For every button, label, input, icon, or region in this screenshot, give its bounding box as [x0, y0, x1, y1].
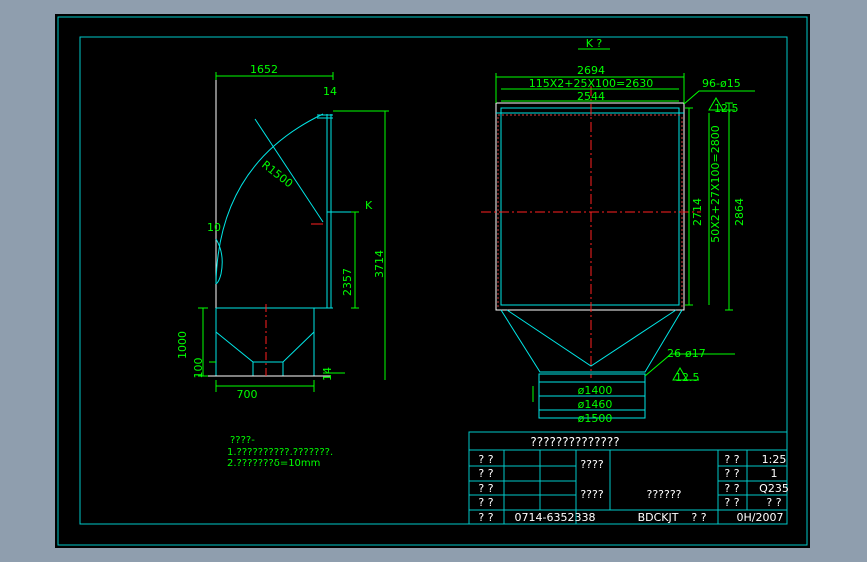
- side-radius: R1500: [259, 158, 295, 190]
- radius-leader: [254, 118, 324, 223]
- title-block-qty-label: ? ?: [724, 453, 739, 466]
- dim-2694-line: [495, 73, 685, 103]
- title-block-mid-bottom: ????: [580, 488, 604, 501]
- outlet-dia-1400: ø1400: [578, 384, 613, 397]
- title-block-drawing-no: 0714-6352338: [515, 511, 596, 524]
- front-body-outer: [495, 102, 685, 311]
- front-spacing-top: 12.5: [714, 102, 739, 115]
- technical-notes: ????- 1.??????????.???????. 2.???????δ=1…: [227, 435, 333, 469]
- side-dim-1000: 1000: [176, 331, 189, 359]
- side-dim-10: 10: [207, 221, 221, 234]
- side-k-mark: K: [365, 199, 373, 212]
- roughness-symbol-top: [708, 97, 735, 111]
- hopper-frame: [215, 308, 315, 377]
- title-block-material: Q235: [759, 482, 789, 495]
- title-block-r1: ? ?: [478, 453, 493, 466]
- title-block-part-name: ??????: [646, 488, 681, 501]
- title-block-text: ?????????????? ? ? 1:25 ? ? 1 ? ? Q235 ?…: [478, 435, 788, 524]
- outer-frame: [57, 16, 808, 546]
- title-block-r5: ? ?: [478, 511, 493, 524]
- bolt-leader-top: [683, 90, 755, 105]
- title-block-r3: ? ?: [478, 482, 493, 495]
- hopper-cone: [215, 331, 315, 363]
- front-spacing-bottom: 12.5: [675, 371, 700, 384]
- title-block-columns: [503, 450, 748, 524]
- dim-1000-line: [198, 307, 208, 377]
- outlet-dia-1460: ø1460: [578, 398, 613, 411]
- dim-3714-line: [333, 110, 389, 380]
- front-bolts-top: 96-ø15: [702, 77, 741, 90]
- elbow-arc-outer: [215, 113, 324, 285]
- drawing-sheet: 1652 14 R1500 10 K 2357 3714 1000 100 14…: [55, 14, 810, 548]
- title-block-border: [468, 431, 788, 525]
- dim-2714-line: [685, 107, 693, 306]
- title-block-c1: ? ?: [724, 467, 739, 480]
- roughness-symbol-bottom: [672, 367, 699, 381]
- front-view-labels: K ? 2694 115X2+25X100=2630 2544 96-ø15 1…: [529, 37, 746, 425]
- outlet-dia-1500: ø1500: [578, 412, 613, 425]
- side-hatch-arc: [215, 238, 223, 285]
- title-block-code-label: ? ?: [691, 511, 706, 524]
- cad-drawing: 1652 14 R1500 10 K 2357 3714 1000 100 14…: [57, 16, 808, 546]
- notes-line-1: 1.??????????.???????.: [227, 447, 333, 458]
- outlet-rings: [539, 381, 645, 411]
- front-dim-2544: 2544: [577, 90, 605, 103]
- side-dim-3714: 3714: [373, 250, 386, 278]
- title-block-r2: ? ?: [478, 467, 493, 480]
- hopper-neck: [252, 362, 284, 376]
- front-dim-2694: 2694: [577, 64, 605, 77]
- title-block-name: ??????????????: [530, 435, 619, 449]
- side-dim-2357: 2357: [341, 268, 354, 296]
- dim-1652-line: [215, 72, 334, 80]
- title-block-code: BDCKJT: [638, 511, 679, 524]
- side-view-labels: 1652 14 R1500 10 K 2357 3714 1000 100 14…: [176, 63, 386, 401]
- title-block-r4: ? ?: [478, 496, 493, 509]
- front-bolts-bottom: 26-ø17: [667, 347, 706, 360]
- front-view: [481, 48, 755, 419]
- front-dim-2630: 115X2+25X100=2630: [529, 77, 654, 90]
- dim-2357-line: [351, 211, 359, 309]
- title-block-c3: ? ?: [724, 496, 739, 509]
- title-block-scale: 1:25: [762, 453, 787, 466]
- side-dim-1652: 1652: [250, 63, 278, 76]
- view-label: K ?: [586, 37, 603, 50]
- drawing-frames: [57, 16, 808, 546]
- title-block: [468, 431, 788, 525]
- front-body-inner: [500, 107, 680, 306]
- title-block-c4: ? ?: [766, 496, 781, 509]
- front-dim-2714: 2714: [691, 198, 704, 226]
- side-dim-700: 700: [237, 388, 258, 401]
- side-view: [198, 72, 389, 392]
- dim-2864-line: [725, 102, 733, 311]
- dim-700-line: [215, 380, 315, 392]
- inner-frame: [79, 36, 788, 525]
- side-dim-14-bottom: 14: [321, 367, 334, 381]
- title-block-mid-top: ????: [580, 458, 604, 471]
- front-dim-2800: 50X2+27X100=2800: [709, 125, 722, 243]
- side-dim-14-top: 14: [323, 85, 337, 98]
- title-block-count: 1: [771, 467, 778, 480]
- front-hopper-rib: [506, 309, 677, 367]
- front-hopper: [500, 309, 683, 373]
- notes-title: ????-: [230, 435, 255, 446]
- notes-line-2: 2.???????δ=10mm: [227, 458, 320, 469]
- title-block-date: 0H/2007: [737, 511, 784, 524]
- front-dim-2864: 2864: [733, 198, 746, 226]
- side-dim-100: 100: [192, 358, 205, 379]
- title-block-rows: [469, 465, 787, 511]
- bolt-leader-bottom: [644, 353, 735, 377]
- title-block-c2: ? ?: [724, 482, 739, 495]
